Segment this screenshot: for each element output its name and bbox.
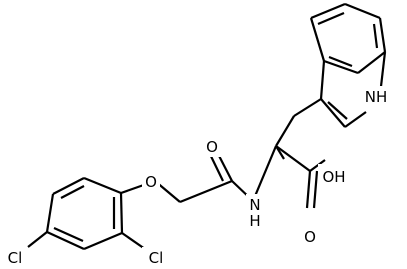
bond [328,55,353,68]
bond [293,98,322,117]
bond [46,231,85,250]
bond [310,2,346,20]
bond [312,170,319,209]
atom-labels: NH O O N H OH O Cl Cl [0,86,392,267]
bond [251,145,278,202]
bond [83,176,122,195]
label-background [0,247,28,267]
label-background [142,171,160,191]
bond [319,60,326,100]
label-background [318,164,348,186]
atom-label-chlorine-left: Cl [8,249,23,267]
atom-label-nh-amide-h: H [249,212,260,230]
atom-label-oxygen-acid: O [304,228,316,246]
label-background [246,194,264,212]
bond [52,177,85,195]
atom-label-chlorine-right: Cl [149,249,164,267]
bond [344,2,381,20]
bond [309,17,326,62]
label-background [203,137,221,157]
bond [45,193,55,233]
bond [372,23,379,49]
bond [378,17,387,53]
bond [357,51,386,74]
atom-label-oxygen-amide: O [206,138,218,156]
bond [53,226,84,243]
label-background [360,86,392,106]
atom-label-nh-amide: N [249,196,260,214]
bond [60,185,85,199]
bond [275,145,311,172]
bond [27,231,48,248]
atom-label-nh-indole: NH [365,88,388,106]
bond [179,179,233,204]
atom-label-oxygen-ether: O [145,173,157,191]
bond-lines [27,2,387,251]
bond [317,11,345,26]
atom-label-oh-acid: OH [322,168,345,186]
bond [309,159,326,172]
bond [327,101,348,120]
bond [119,192,124,234]
bond [320,98,346,128]
label-background [142,247,170,267]
stereo-wedge-bond [276,114,296,146]
label-background [300,225,318,247]
bond [305,170,312,209]
bond [344,111,367,128]
bond [121,232,146,250]
bond [83,231,123,251]
bond [323,59,359,75]
